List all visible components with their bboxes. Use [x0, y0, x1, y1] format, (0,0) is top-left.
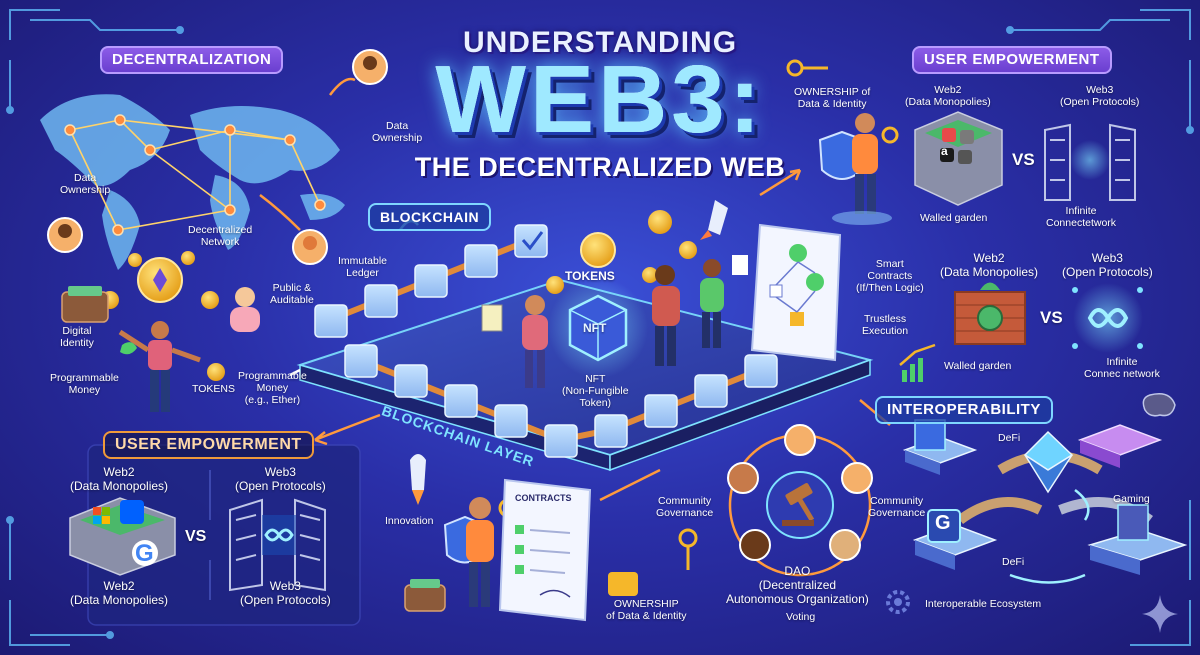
title-understanding: UNDERSTANDING	[462, 26, 738, 59]
label-web2-mid: Web2(Data Monopolies)	[940, 251, 1039, 279]
blockchain-platform	[296, 224, 874, 472]
contracts-doc-title: CONTRACTS	[515, 493, 572, 503]
world-map	[40, 77, 356, 270]
section-interoperability: INTEROPERABILITY	[875, 396, 1053, 424]
section-blockchain: BLOCKCHAIN	[368, 203, 492, 231]
label-vs-top: VS	[1012, 150, 1035, 169]
ownership-figure-bottom	[443, 478, 698, 622]
token-coins	[546, 210, 697, 294]
wallet-icon	[61, 286, 638, 612]
person-with-coins	[101, 251, 225, 412]
nft-cube	[548, 278, 648, 378]
label-defi-top: DeFi	[998, 432, 1021, 444]
walled-garden-top	[914, 111, 1003, 206]
label-tokens-left: TOKENS	[192, 383, 235, 395]
label-innovation: Innovation	[385, 515, 434, 527]
interoperable-ecosystem	[902, 393, 1188, 575]
microsoft-logo	[93, 507, 110, 524]
people-on-platform	[481, 255, 748, 388]
label-interoperable-ecosystem: Interoperable Ecosystem	[925, 598, 1042, 610]
ownership-figure-top	[786, 59, 899, 225]
google-logo: G	[135, 540, 154, 567]
section-user-empowerment-top: USER EMPOWERMENT	[912, 46, 1112, 74]
section-user-empowerment-bottom: USER EMPOWERMENT	[103, 431, 314, 459]
open-gate-top	[1044, 123, 1136, 201]
label-walled-garden-mid: Walled garden	[944, 360, 1012, 372]
nft-badge: NFT	[583, 321, 607, 335]
label-defi-bottom: DeFi	[1002, 556, 1025, 568]
title-subtitle: THE DECENTRALIZED WEB	[414, 152, 786, 182]
user-empowerment-panel	[69, 444, 361, 626]
avatar-group	[47, 49, 388, 332]
smart-contract-scroll	[750, 223, 842, 362]
rocket-icon	[410, 200, 728, 505]
walled-garden-mid	[954, 282, 1026, 345]
label-web2-top: Web2(Data Monopolies)	[905, 84, 991, 109]
label-public-auditable: Public &Auditable	[270, 282, 314, 307]
label-voting: Voting	[786, 611, 816, 623]
label-web3-panel-top: Web3(Open Protocols)	[235, 465, 326, 493]
label-web2-panel-top: Web2(Data Monopolies)	[70, 465, 169, 493]
label-web2-panel-bottom: Web2(Data Monopolies)	[70, 579, 169, 607]
interop-logo: G	[935, 512, 951, 534]
circuit-frame	[6, 9, 1194, 646]
label-tokens-center: TOKENS	[565, 269, 615, 283]
growth-chart-icon	[899, 343, 936, 382]
gear-icon	[886, 590, 910, 614]
dao-circle	[727, 424, 873, 577]
title-web3: WEB3:	[435, 46, 765, 153]
leaf-icon	[120, 342, 137, 355]
amazon-logo: a	[941, 144, 948, 158]
label-walled-garden-top: Walled garden	[920, 212, 988, 224]
label-web3-top: Web3(Open Protocols)	[1060, 84, 1140, 109]
label-vs-panel: VS	[185, 528, 207, 545]
sparkle-icon	[1142, 595, 1178, 633]
label-web3-mid: Web3(Open Protocols)	[1062, 251, 1153, 279]
label-vs-mid: VS	[1040, 308, 1063, 327]
section-decentralization: DECENTRALIZATION	[100, 46, 284, 74]
infinity-network-mid	[1072, 283, 1143, 353]
label-web3-panel-bottom: Web3(Open Protocols)	[240, 579, 331, 607]
label-gaming: Gaming	[1113, 493, 1150, 505]
